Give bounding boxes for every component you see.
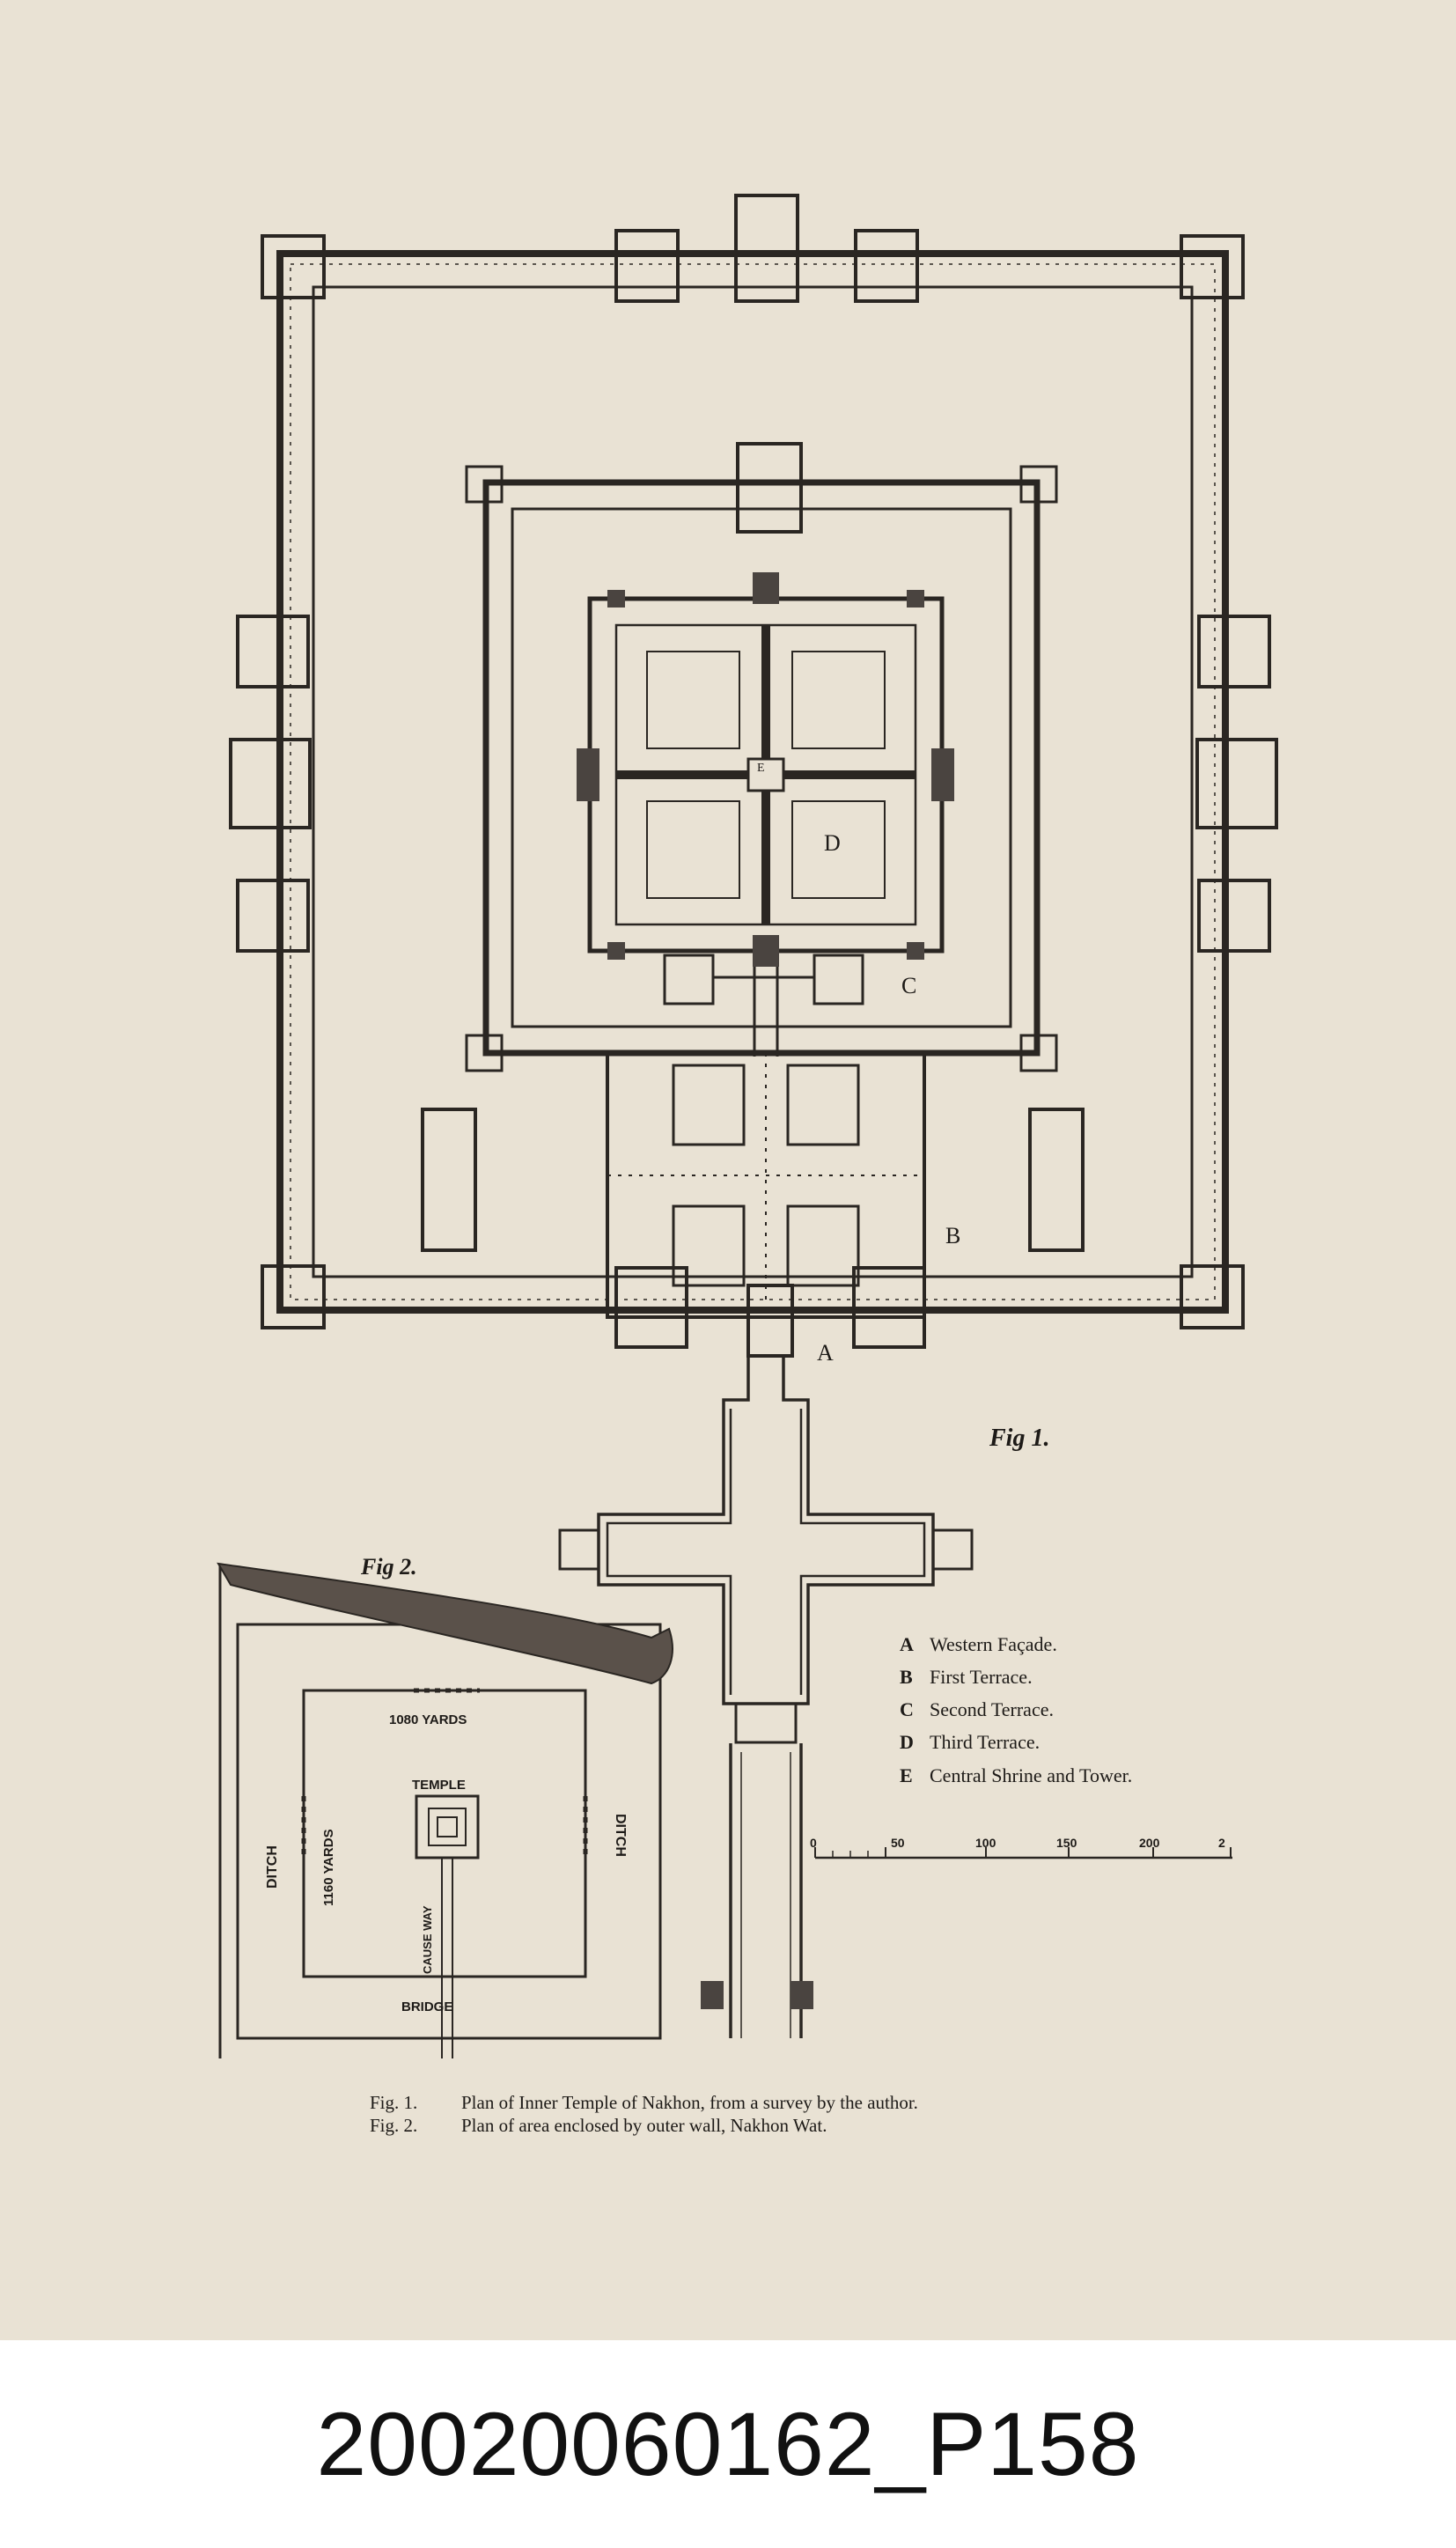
third-terrace [577,572,954,1057]
legend: A Western Façade. B First Terrace. C Sec… [900,1633,1132,1786]
legend-text: First Terrace. [930,1666,1033,1688]
fig2-bridge-label: BRIDGE [401,1999,452,2014]
cruciform-cloister [606,1051,926,1319]
legend-letter: B [900,1666,913,1688]
fig2-ditch-right: DITCH [613,1814,628,1857]
scale-tick-label: 2 [1218,1836,1225,1850]
scanned-page: A B C D E Fig 1. A Western Façade. B Fir… [0,0,1456,2340]
fig2-causeway-label: CAUSE WAY [421,1905,434,1974]
caption-text: Plan of area enclosed by outer wall, Nak… [461,2115,827,2136]
plan-letter-a: A [817,1340,834,1366]
scale-tick-label: 150 [1056,1836,1077,1850]
legend-text: Western Façade. [930,1633,1057,1655]
fig2-temple-label: TEMPLE [412,1778,466,1793]
legend-text: Third Terrace. [930,1731,1040,1753]
legend-letter: E [900,1764,913,1786]
caption-number: Fig. 2. [370,2115,418,2136]
plan-letter-e: E [757,762,765,775]
caption-fig1: Fig. 1. Plan of Inner Temple of Nakhon, f… [370,2092,918,2114]
scale-tick-label: 0 [810,1836,817,1850]
fig2-label: Fig 2. [360,1554,417,1580]
catalog-id: 20020060162_P158 [316,2394,1140,2494]
fig2-top-label: 1080 YARDS [389,1712,467,1727]
legend-text: Central Shrine and Tower. [930,1764,1132,1786]
scale-tick-label: 100 [975,1836,996,1850]
caption-number: Fig. 1. [370,2092,418,2113]
causeway [558,1356,974,2038]
plan-letter-d: D [824,830,841,856]
legend-letter: C [900,1698,914,1720]
scale-tick-label: 200 [1139,1836,1160,1850]
legend-text: Second Terrace. [930,1698,1054,1720]
caption-text: Plan of Inner Temple of Nakhon, from a s… [461,2092,918,2113]
caption-fig2: Fig. 2. Plan of area enclosed by outer wa… [370,2115,827,2137]
scale-bar: 0 50 100 150 200 2 [810,1836,1232,1859]
library-right [1028,1108,1085,1252]
plan-letter-b: B [945,1223,960,1248]
fig2-area-plan: Fig 2. 1080 YARDS TEMPLE BRIDGE 1160 YAR… [217,1554,673,2058]
scale-tick-label: 50 [891,1836,905,1850]
plan-letter-c: C [901,973,916,998]
library-left [421,1108,477,1252]
legend-letter: A [900,1633,914,1655]
fig2-side-label: 1160 YARDS [321,1829,336,1906]
legend-letter: D [900,1731,914,1753]
catalog-strip: 20020060162_P158 [0,2340,1456,2548]
fig1-label: Fig 1. [989,1425,1049,1452]
outer-gallery [229,194,1278,1358]
fig2-ditch-left: DITCH [265,1845,280,1889]
temple-plan-drawing: A B C D E Fig 1. A Western Façade. B Fir… [217,194,1278,2058]
